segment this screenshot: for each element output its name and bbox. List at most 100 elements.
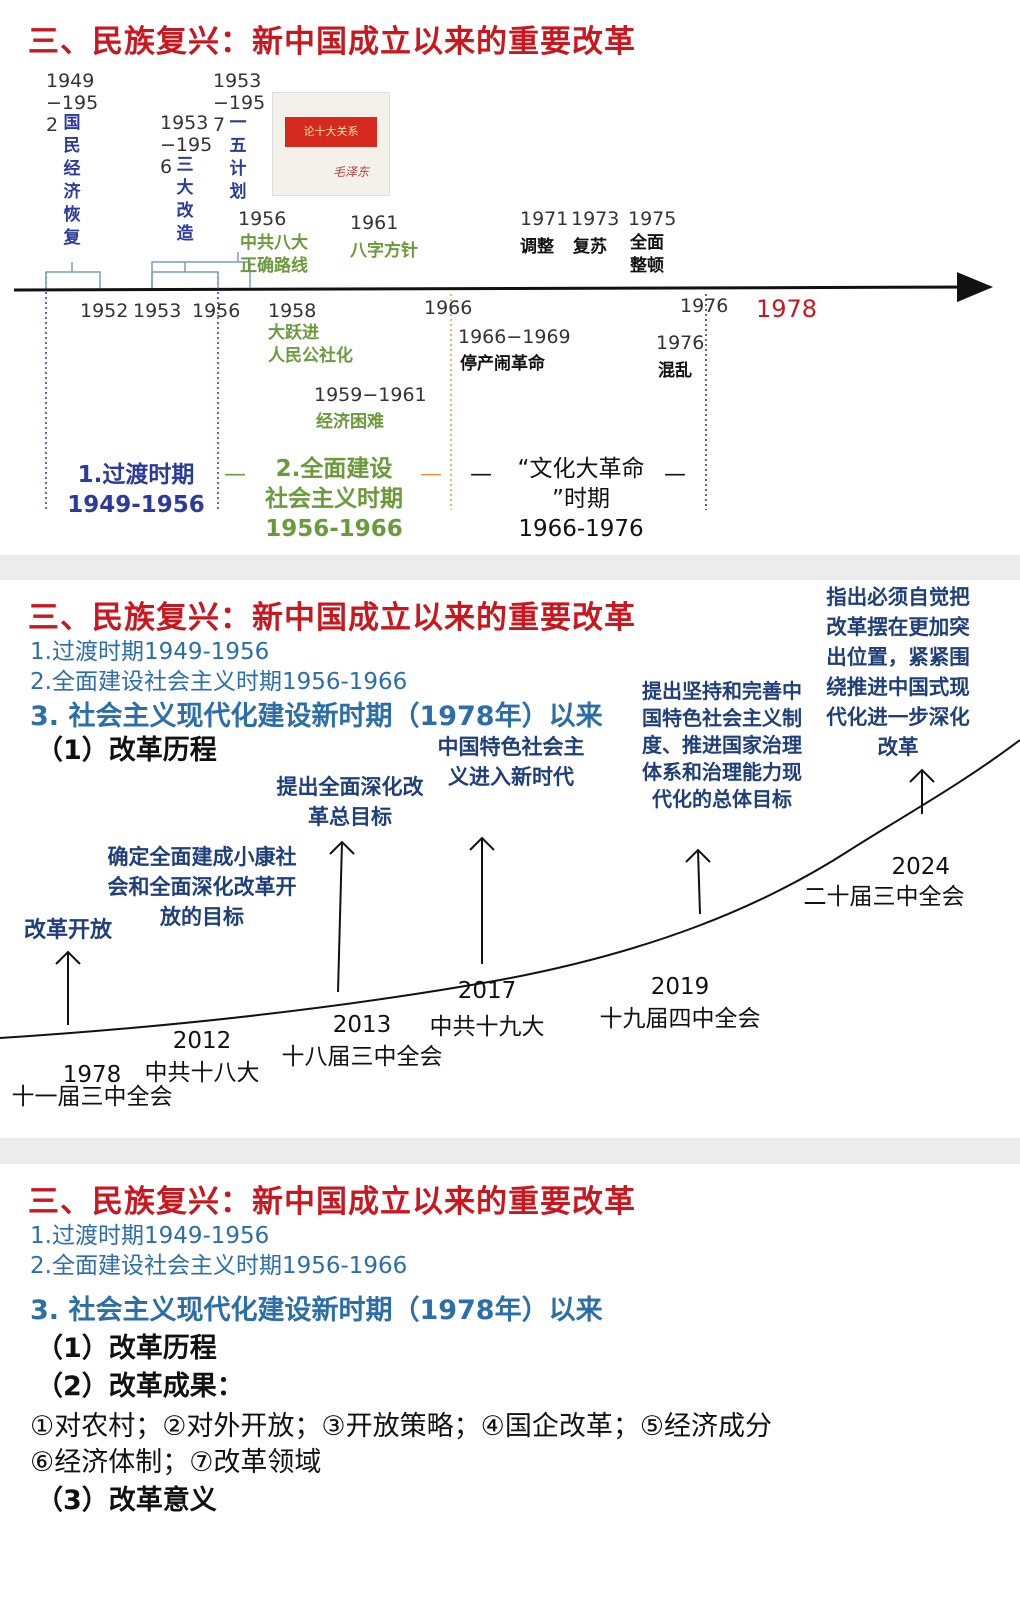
period-construction-line2: 社会主义时期 [265,486,403,512]
panel1-title: 三、民族复兴：新中国成立以来的重要改革 [28,24,636,60]
event-2024-name: 二十届三中全会 [803,884,965,910]
year-1971: 1971 [520,208,569,230]
results-line-1: ①对农村；②对外开放；③开放策略；④国企改革；⑤经济成分 [30,1411,773,1442]
panel2-heading3: 3. 社会主义现代化建设新时期（1978年）以来 [30,701,603,732]
axis-year-1966: 1966 [424,297,473,319]
event-2017-name: 中共十九大 [429,1014,545,1040]
bracket-1953-1956 [151,262,219,288]
separator-1 [0,555,1020,580]
axis-year-1976: 1976 [680,295,729,317]
event-cpc8: 中共八大 正确路线 [240,232,308,278]
milestone-1978: 改革开放 [23,918,112,943]
event-2013-year: 2013 [332,1012,392,1038]
period-cr-years: 1966-1976 [518,516,644,542]
event-2019-name: 十九届四中全会 [599,1006,761,1032]
event-great-leap: 大跃进 人民公社化 [268,322,353,368]
event-2019: 2019 十九届四中全会 [592,972,768,1034]
event-economic-difficulty: 经济困难 [316,412,384,432]
arrow-2017 [469,836,495,964]
panel-reform-process: 三、民族复兴：新中国成立以来的重要改革 1.过渡时期1949-1956 2.全面… [0,580,1020,1138]
panel3-heading4-process: （1）改革历程 [36,1333,217,1364]
axis-year-1952: 1952 [80,300,129,322]
panel-reform-results: 三、民族复兴：新中国成立以来的重要改革 1.过渡时期1949-1956 2.全面… [0,1164,1020,1612]
period-construction: 2.全面建设 社会主义时期 1956-1966 [246,454,422,544]
year-1966-1969: 1966−1969 [458,326,571,348]
period-dash-4: — [664,462,686,487]
year-1975: 1975 [628,208,677,230]
milestone-2017: 中国特色社会主义进入新时代 [437,735,585,789]
event-1978: 1978 十一届三中全会 [4,1060,180,1112]
reform-growth-curve [0,739,1020,1039]
panel2-sub2: 2.全面建设社会主义时期1956-1966 [30,669,408,695]
year-1976-below: 1976 [656,332,705,354]
event-2012-year: 2012 [172,1028,232,1054]
event-2012-name: 中共十八大 [144,1060,260,1086]
book-cover-image: 论十大关系 毛泽东 [272,92,390,196]
milestone-2012: 确定全面建成小康社会和全面深化改革开放的目标 [107,845,297,929]
arrow-2013 [329,840,355,993]
event-great-leap-line2: 人民公社化 [268,346,353,366]
event-2013: 2013 十八届三中全会 [274,1010,450,1072]
panel3-title: 三、民族复兴：新中国成立以来的重要改革 [28,1184,636,1220]
period-dash-1: — [224,462,246,487]
event-eight-char-policy: 八字方针 [350,241,418,261]
event-1978-year: 1978 [62,1062,122,1088]
book-author: 毛泽东 [333,165,370,179]
event-stop-production: 停产闹革命 [460,354,545,374]
panel3-heading4-significance: （3）改革意义 [36,1485,217,1516]
event-rectify-line1: 全面 [630,233,664,253]
panel3-heading3: 3. 社会主义现代化建设新时期（1978年）以来 [30,1295,603,1326]
arrow-2019 [685,848,711,915]
event-chaos: 混乱 [658,361,692,381]
year-1959-1961: 1959−1961 [314,384,427,406]
period-transition-years: 1949-1956 [67,492,205,518]
panel-timeline-1949-1978: 三、民族复兴：新中国成立以来的重要改革 1949 −195 2 国民经济恢复 1… [0,0,1020,555]
bracket-1953-1957 [151,252,251,288]
period-transition: 1.过渡时期 1949-1956 [56,460,216,520]
panel3-sub1: 1.过渡时期1949-1956 [30,1223,270,1249]
event-cpc8-line2: 正确路线 [240,256,308,276]
event-three-transformations: 三大改造 [176,155,194,244]
event-2013-name: 十八届三中全会 [281,1044,443,1070]
milestone-2019: 提出坚持和完善中国特色社会主义制度、推进国家治理体系和治理能力现代化的总体目标 [642,679,802,811]
event-2024-year: 2024 [891,854,950,880]
axis-year-1953: 1953 [133,300,182,322]
panel2-title: 三、民族复兴：新中国成立以来的重要改革 [28,600,636,636]
event-2024: 2024 二十届三中全会 [796,852,972,912]
event-2017-year: 2017 [457,978,517,1004]
period-construction-line1: 2.全面建设 [275,456,393,482]
panel2-heading4: （1）改革历程 [36,735,217,766]
axis-year-1978: 1978 [756,295,818,323]
period-dash-2: — [420,462,442,487]
results-line-2: ⑥经济体制；⑦改革领域 [30,1447,322,1478]
event-2017: 2017 中共十九大 [424,976,550,1042]
event-2012: 2012 中共十八大 [140,1026,264,1088]
event-adjust: 调整 [520,237,554,257]
period-cr-line2: ”时期 [552,486,610,512]
separator-2 [0,1138,1020,1164]
milestone-2024: 指出必须自觉把改革摆在更加突出位置，紧紧围绕推进中国式现代化进一步深化改革 [826,585,970,759]
event-recover: 复苏 [573,237,607,257]
panel3-heading4-results: （2）改革成果： [36,1371,244,1402]
event-five-year-plan: 一五计划 [229,113,247,202]
event-1978-name: 十一届三中全会 [11,1084,173,1110]
event-2019-year: 2019 [650,974,710,1000]
event-rectify: 全面 整顿 [630,232,664,278]
panel2-curve [0,739,1020,1039]
event-great-leap-line1: 大跃进 [268,323,319,343]
panel1-lines [13,252,993,510]
year-1958: 1958 [268,300,317,322]
arrow-1978 [55,950,81,1025]
timeline-axis [13,272,993,303]
year-1973: 1973 [571,208,620,230]
year-1961-above: 1961 [350,212,399,234]
period-cr-line1: “文化大革命 [517,456,645,482]
year-1953-1957: 1953 −195 7 [213,70,266,136]
axis-year-1956: 1956 [192,300,241,322]
event-cpc8-line1: 中共八大 [240,233,308,253]
book-title-plate: 论十大关系 [285,117,377,147]
arrow-2024 [909,768,935,814]
year-1953-1956: 1953 −195 6 [160,112,213,178]
panel2-sub1: 1.过渡时期1949-1956 [30,639,270,665]
milestone-2013: 提出全面深化改革总目标 [276,775,424,829]
